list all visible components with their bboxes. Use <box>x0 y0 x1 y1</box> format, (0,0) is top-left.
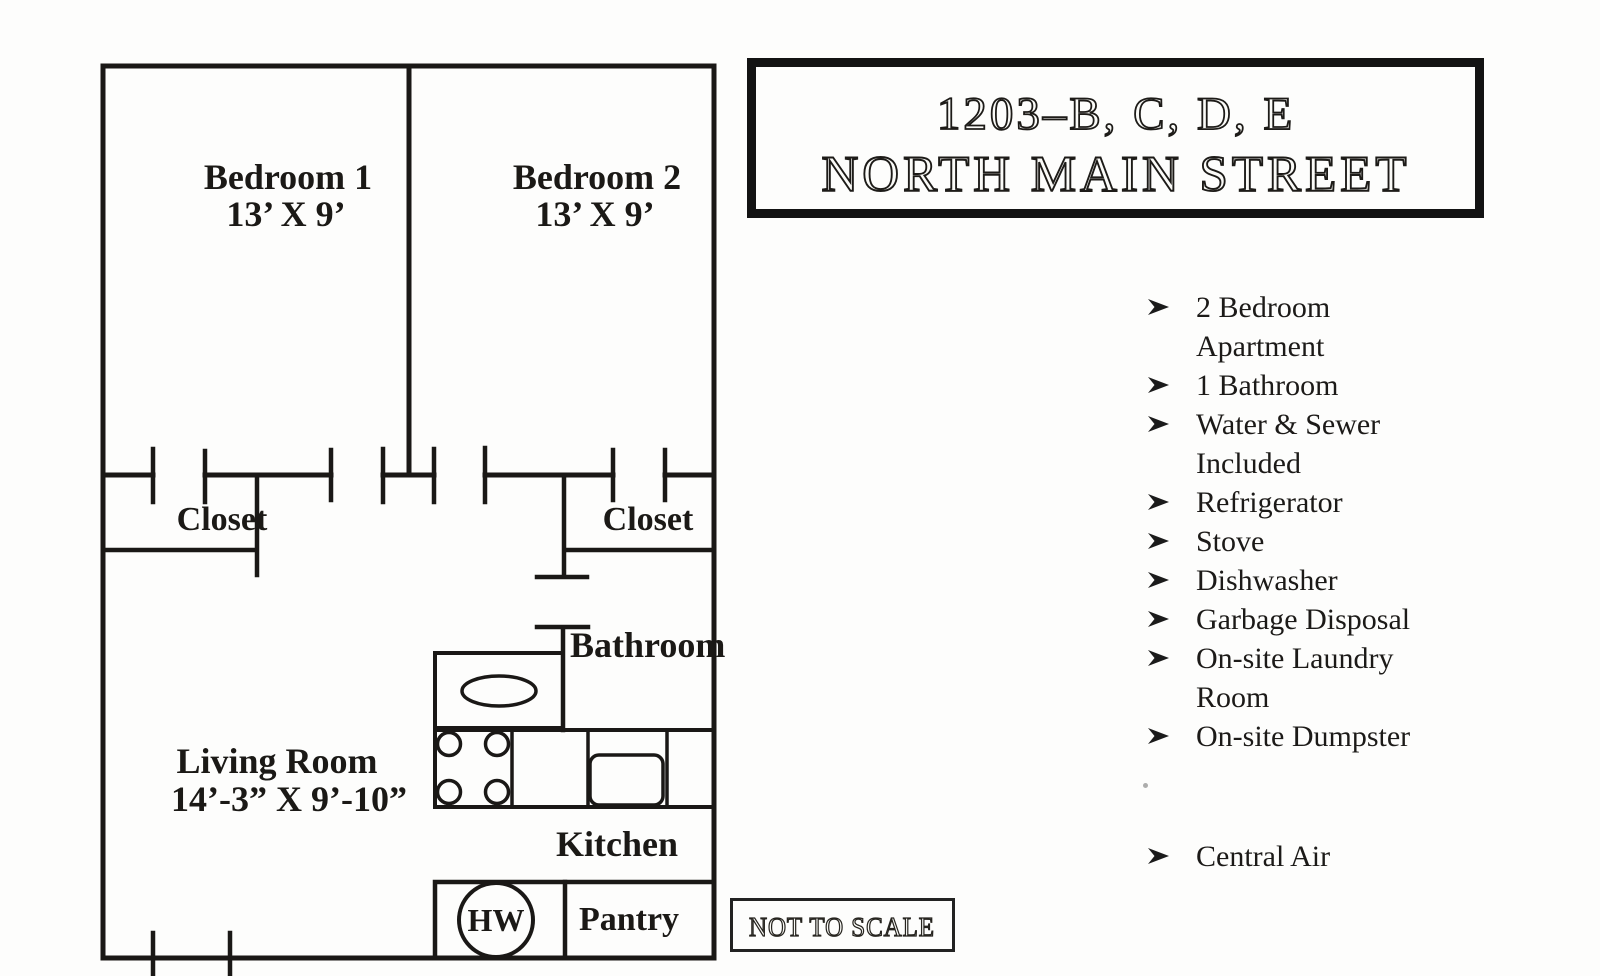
water-heater-label: HW <box>467 902 525 938</box>
feature-line: Dishwasher <box>1196 564 1338 597</box>
feature-item-water-sewer: Water & Sewer Included <box>1147 405 1537 483</box>
feature-line: 2 Bedroom <box>1196 291 1331 324</box>
feature-line: Central Air <box>1196 840 1331 873</box>
arrow-bullet-icon <box>1147 405 1196 434</box>
feature-line: Apartment <box>1196 330 1325 363</box>
feature-item-garbage-disposal: Garbage Disposal <box>1147 600 1537 639</box>
closet-left-label: Closet <box>176 501 268 538</box>
scale-note-border <box>730 898 955 952</box>
feature-item-bathroom: 1 Bathroom <box>1147 366 1537 405</box>
closet-left-walls <box>100 472 260 578</box>
feature-item-central-air: Central Air <box>1147 837 1537 876</box>
feature-item-laundry-room: On-site Laundry Room <box>1147 639 1537 717</box>
closet-right-label: Closet <box>602 501 694 538</box>
feature-item-bedroom-apartment: 2 Bedroom Apartment <box>1147 288 1537 366</box>
door-jamb-ticks <box>150 445 668 505</box>
title-box-border <box>747 58 1484 218</box>
bedroom1-label: Bedroom 1 <box>203 157 373 197</box>
feature-line: On-site Dumpster <box>1196 720 1411 753</box>
kitchen-sink-basin <box>588 753 665 807</box>
feature-line: Stove <box>1196 525 1265 558</box>
title-box: 1203–B, C, D, E NORTH MAIN STREET <box>747 58 1484 218</box>
pantry-walls <box>432 879 717 961</box>
arrow-bullet-icon <box>1147 561 1196 590</box>
feature-item-stove: Stove <box>1147 522 1537 561</box>
bathroom-label: Bathroom <box>570 625 726 665</box>
living-room-dimensions: 14’-3” X 9’-10” <box>171 779 407 819</box>
feature-line: On-site Laundry <box>1196 642 1394 675</box>
vanity-sink-basin <box>460 674 538 708</box>
arrow-bullet-icon <box>1147 717 1196 746</box>
title-line2: NORTH MAIN STREET <box>821 147 1410 203</box>
water-heater-circle <box>457 881 535 959</box>
bathroom-vanity <box>433 651 565 730</box>
stove-burners <box>435 730 511 806</box>
arrow-bullet-icon <box>1147 366 1196 395</box>
arrow-bullet-icon <box>1147 639 1196 668</box>
scale-note-text: NOT TO SCALE <box>749 912 935 942</box>
feature-list: 2 Bedroom Apartment 1 Bathroom Water & S… <box>1147 288 1537 756</box>
feature-line: Included <box>1196 447 1301 480</box>
feature-line: Refrigerator <box>1196 486 1343 519</box>
arrow-bullet-icon <box>1147 483 1196 512</box>
feature-item-refrigerator: Refrigerator <box>1147 483 1537 522</box>
pantry-label: Pantry <box>578 901 680 938</box>
arrow-bullet-icon <box>1147 600 1196 629</box>
arrow-bullet-icon <box>1147 288 1196 317</box>
bedroom1-dimensions: 13’ X 9’ <box>226 194 346 234</box>
scan-artifact-dot <box>1143 783 1148 788</box>
feature-line: Water & Sewer <box>1196 408 1381 441</box>
feature-line: 1 Bathroom <box>1196 369 1339 402</box>
scale-note-box: NOT TO SCALE <box>730 898 955 952</box>
feature-item-dishwasher: Dishwasher <box>1147 561 1537 600</box>
arrow-bullet-icon <box>1147 522 1196 551</box>
feature-item-dumpster: On-site Dumpster <box>1147 717 1537 756</box>
kitchen-label: Kitchen <box>556 824 678 864</box>
living-room-label: Living Room <box>176 741 378 781</box>
arrow-bullet-icon <box>1147 837 1196 866</box>
feature-line: Room <box>1196 681 1270 714</box>
title-line1: 1203–B, C, D, E <box>937 88 1295 140</box>
kitchen-counter <box>433 728 716 809</box>
closet-right-walls <box>534 472 717 580</box>
bedroom2-label: Bedroom 2 <box>512 157 682 197</box>
bedroom2-dimensions: 13’ X 9’ <box>535 194 655 234</box>
entry-door-ticks <box>150 930 233 976</box>
feature-line: Garbage Disposal <box>1196 603 1411 636</box>
